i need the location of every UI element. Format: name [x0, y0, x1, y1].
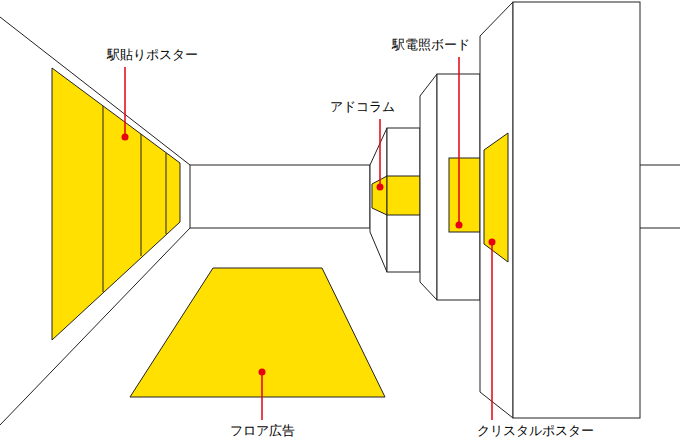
callout-label: クリスタルポスター — [477, 423, 594, 439]
callout-label: フロア広告 — [230, 423, 295, 439]
callout-label: 駅電照ボード — [392, 37, 470, 53]
callout-label: アドコラム — [330, 99, 395, 115]
callout-label: 駅貼りポスター — [107, 47, 198, 63]
